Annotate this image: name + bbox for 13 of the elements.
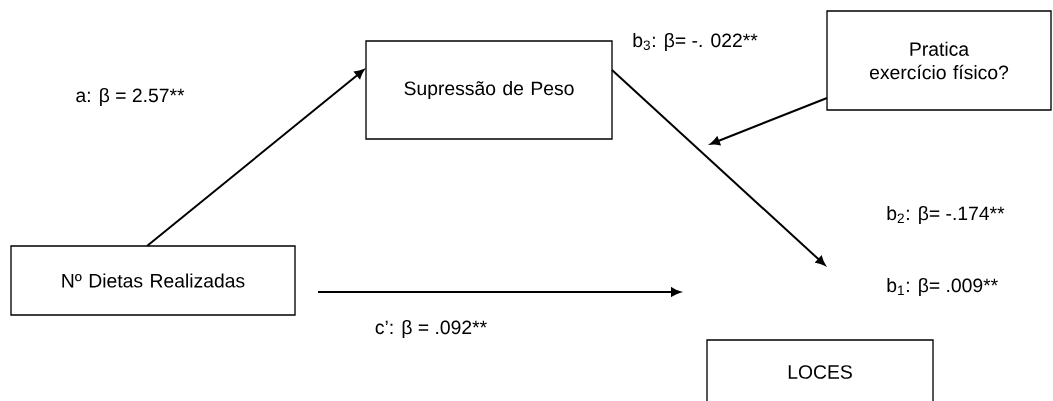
coefficient-label: b$_{2}$: β= -.174** [887,206,1005,224]
edge-label: c’: β = .092** [375,320,487,338]
arrow [146,69,365,247]
coefficient-label: b$_{3}$: β= -. 022** [633,33,758,51]
coefficient-label: b$_{1}$: β= .009** [887,278,998,296]
variable-box: Pratica exercício físico? [826,10,1052,111]
arrow [317,287,681,297]
arrow [710,97,828,146]
variable-box: LOCES [706,339,934,401]
arrow [611,69,826,266]
variable-box: Supressão de Peso [365,40,613,140]
edge-label: a: β = 2.57** [76,88,185,106]
variable-box: Nº Dietas Realizadas [10,245,296,316]
